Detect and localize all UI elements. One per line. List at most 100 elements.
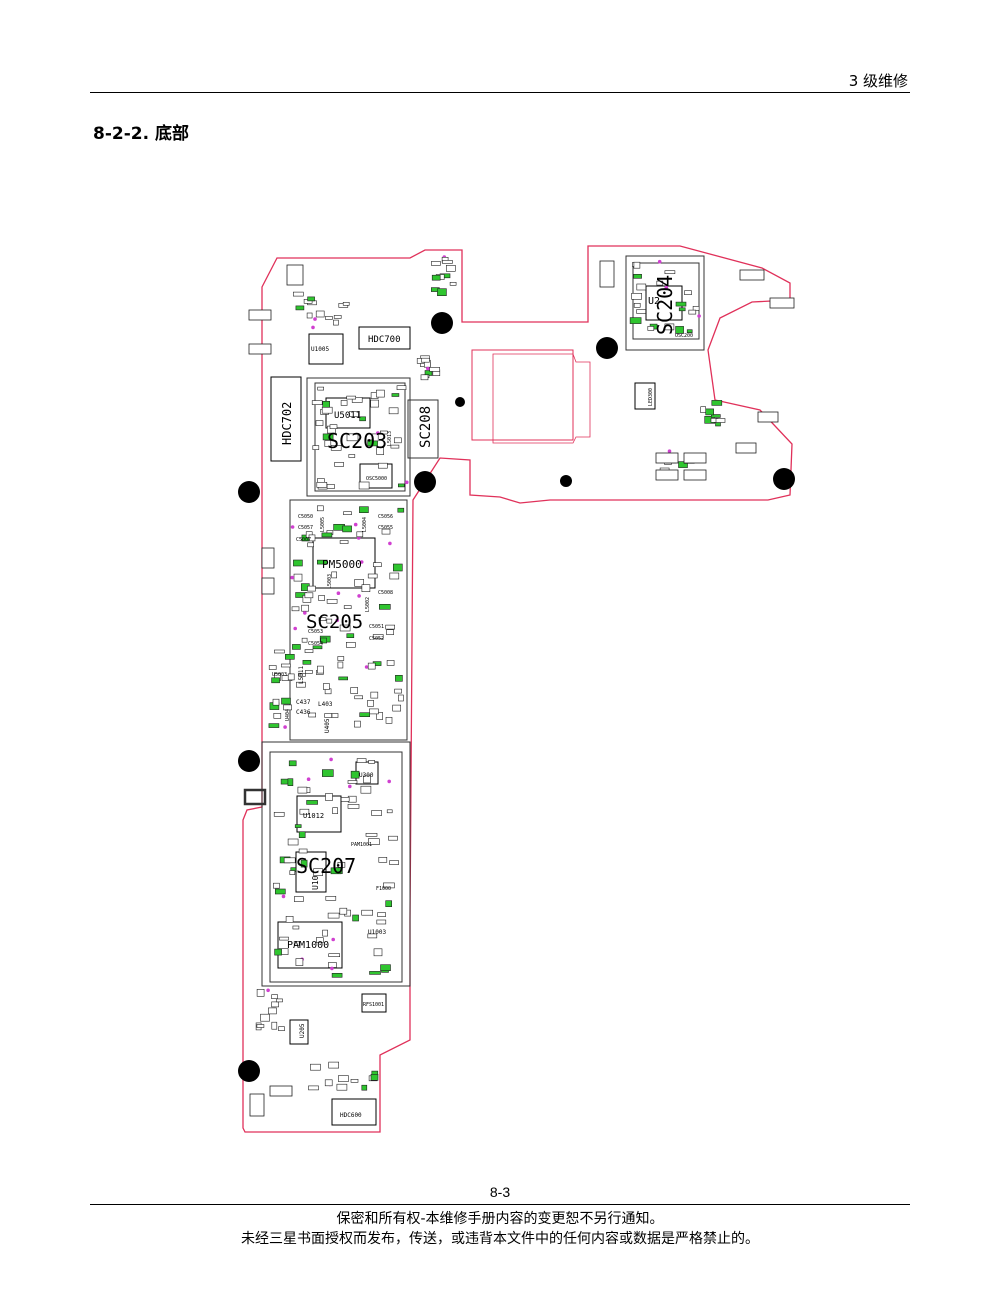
smd-component (317, 665, 324, 674)
smd-component (324, 1079, 333, 1087)
smd-component (393, 437, 402, 444)
connector-pad (683, 452, 707, 464)
smd-component (359, 416, 366, 422)
smd-component (636, 283, 647, 291)
smd-component (368, 760, 375, 764)
smd-component (377, 462, 388, 469)
smd-component (316, 481, 328, 488)
smd-component (363, 775, 371, 784)
smd-component (359, 712, 371, 718)
smd-component (347, 804, 360, 809)
smd-component (293, 559, 303, 567)
test-point (388, 541, 392, 546)
smd-component (287, 838, 299, 846)
smd-component (360, 785, 372, 794)
mounting-hole (238, 1060, 260, 1082)
smd-component (342, 301, 350, 306)
smd-component (389, 860, 399, 865)
hdc702-label: HDC702 (280, 402, 294, 445)
smd-component (310, 1063, 321, 1071)
sc204-label: SC204 (653, 275, 677, 335)
smd-component (340, 400, 348, 406)
part-labels: HDC700 HDC702 U5011 PM5000 PAM1000 U1012… (272, 296, 693, 1119)
smd-component (420, 374, 429, 381)
smd-component (361, 1084, 368, 1091)
smd-component (332, 807, 338, 815)
smd-component (304, 592, 314, 599)
test-point (364, 665, 369, 669)
f1000-label: F1000 (376, 886, 391, 892)
u1012-label: U1012 (303, 812, 324, 820)
chapter-header: 3 级维修 (848, 72, 908, 90)
smd-component (287, 673, 295, 681)
smd-component (284, 653, 295, 660)
smd-component (313, 868, 323, 877)
smd-component (445, 264, 456, 272)
smd-component (317, 386, 325, 391)
smd-component (686, 329, 693, 334)
via-hole (560, 475, 572, 487)
c5007-label: C5007 (296, 537, 311, 543)
smd-components (248, 255, 795, 1117)
smd-component (389, 572, 400, 580)
smd-component (301, 637, 308, 643)
smd-component (656, 280, 664, 286)
smd-component (268, 665, 277, 670)
smd-component (288, 760, 297, 767)
smd-component (343, 511, 352, 516)
smd-component (636, 309, 647, 314)
smd-component (684, 290, 692, 296)
smd-component (302, 659, 312, 665)
smd-component (272, 698, 280, 706)
smd-component (339, 624, 351, 632)
smd-component (305, 670, 313, 674)
smd-component (276, 998, 283, 1003)
c5056-label: C5056 (378, 514, 393, 520)
smd-component (311, 400, 323, 405)
footer-confidential-notice: 保密和所有权-本维修手册内容的变更恕不另行通知。 (336, 1211, 664, 1227)
smd-component (293, 573, 303, 582)
smd-component (692, 305, 700, 311)
smd-component (369, 971, 381, 975)
smd-component (292, 291, 304, 297)
mounting-hole (596, 337, 618, 359)
u300-label: U300 (359, 772, 374, 779)
smd-component (326, 598, 338, 604)
c5050-label: C5050 (298, 514, 313, 520)
smd-component (385, 900, 393, 908)
smd-component (283, 857, 296, 864)
connector-pad (599, 260, 615, 288)
smd-component (392, 704, 402, 712)
smd-component (324, 440, 332, 447)
smd-component (307, 296, 315, 302)
osc5000-label: OSC5000 (366, 476, 387, 482)
test-point (353, 522, 358, 527)
u405-label: U405 (324, 718, 331, 733)
u1003-label: U1003 (368, 929, 386, 936)
smd-component (271, 677, 280, 684)
smd-component (312, 645, 323, 650)
smd-component (308, 534, 316, 542)
test-point (303, 611, 307, 615)
sc203-label: SC203 (327, 429, 387, 453)
smd-component (347, 780, 358, 784)
smd-component (376, 919, 387, 925)
smd-component (396, 385, 407, 391)
smd-component (296, 681, 306, 688)
smd-component (312, 445, 320, 450)
component-bodies (270, 285, 683, 1126)
smd-component (431, 261, 441, 266)
smd-component (315, 310, 325, 318)
smd-component (398, 694, 404, 702)
smd-component (365, 832, 378, 837)
led300-body (634, 382, 656, 410)
smd-component (421, 357, 430, 363)
smd-component (367, 699, 374, 707)
connector-pad (261, 577, 275, 595)
smd-component (388, 835, 398, 841)
test-point (405, 480, 409, 485)
test-point (331, 937, 336, 942)
footer-copyright-notice: 未经三星书面授权而发布，传送，或违背本文件中的任何内容或数据是严格禁止的。 (241, 1231, 759, 1247)
connector-pad (683, 469, 707, 481)
test-point (664, 285, 669, 290)
